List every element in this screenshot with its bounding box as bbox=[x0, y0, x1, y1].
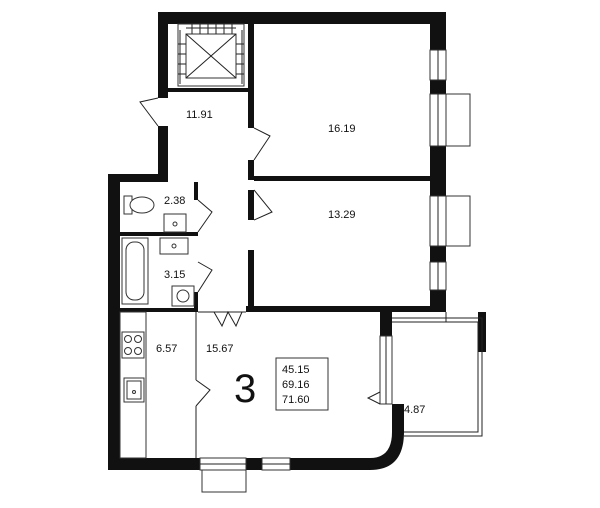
area-kitchen: 6.57 bbox=[156, 343, 177, 355]
wall-top bbox=[158, 12, 446, 24]
partitions bbox=[195, 311, 246, 458]
wall-right-1 bbox=[430, 12, 446, 50]
wall-bed2-left-a bbox=[248, 190, 254, 220]
walls bbox=[108, 12, 486, 470]
wall-living-top bbox=[246, 306, 446, 312]
balcony bbox=[392, 312, 483, 437]
interior-walls bbox=[120, 24, 430, 312]
bathroom-fixtures bbox=[121, 237, 195, 307]
wall-corner bbox=[370, 414, 404, 470]
area-living-room: 15.67 bbox=[206, 343, 234, 355]
wall-living-right-1 bbox=[380, 312, 392, 336]
wall-left-mid bbox=[158, 126, 168, 174]
door-bed1 bbox=[253, 127, 271, 161]
wall-toilet-right bbox=[194, 182, 198, 200]
washing-machine-drum bbox=[176, 289, 190, 303]
balcony-outline-outer bbox=[392, 317, 483, 437]
doors bbox=[139, 97, 381, 407]
burner-3 bbox=[124, 347, 132, 355]
window-bed1-sash bbox=[445, 93, 471, 147]
wall-bottom-3 bbox=[290, 458, 370, 470]
toilet-fixtures bbox=[123, 195, 187, 233]
door-entrance bbox=[139, 97, 159, 127]
door-balcony bbox=[366, 391, 381, 405]
wall-bed2-left-b bbox=[248, 250, 254, 310]
wall-between-bedrooms bbox=[254, 176, 430, 181]
wall-right-2 bbox=[430, 80, 446, 94]
wall-closet-bottom bbox=[168, 88, 248, 92]
wall-living-right-2 bbox=[392, 404, 404, 418]
kitchen-fixtures bbox=[119, 311, 147, 459]
wall-bottom-2 bbox=[246, 458, 262, 470]
burner-1 bbox=[124, 335, 132, 343]
door-toilet bbox=[197, 199, 213, 233]
area-bedroom-2: 13.29 bbox=[328, 209, 356, 221]
toilet-bowl bbox=[129, 196, 155, 214]
window-bed2-sash bbox=[445, 195, 471, 247]
bath-sink-drain bbox=[171, 243, 177, 249]
bathtub-inner bbox=[125, 241, 145, 301]
balcony-outline bbox=[392, 321, 479, 433]
wall-toilet-bottom bbox=[120, 232, 198, 236]
room-labels: 11.91 16.19 13.29 2.38 3.15 6.57 15.67 4… bbox=[156, 109, 425, 416]
windows bbox=[199, 49, 471, 493]
wall-right-3 bbox=[430, 146, 446, 196]
wall-right-4 bbox=[430, 246, 446, 262]
door-kitchen bbox=[195, 379, 211, 407]
toilet-sink-drain bbox=[172, 221, 178, 227]
area-toilet: 2.38 bbox=[164, 195, 185, 207]
wall-bath-bottom bbox=[120, 308, 198, 312]
area-hall-closet: 11.91 bbox=[186, 109, 213, 121]
door-bed2 bbox=[253, 189, 273, 221]
closet-shelving bbox=[177, 23, 245, 87]
area-total-with-balcony: 71.60 bbox=[282, 394, 310, 406]
area-bathroom: 3.15 bbox=[164, 269, 185, 281]
burner-2 bbox=[134, 335, 142, 343]
wall-bed1-left bbox=[248, 24, 254, 128]
kitchen-sink-drain bbox=[132, 390, 136, 394]
wall-left-upper bbox=[158, 12, 168, 98]
area-living-total: 45.15 bbox=[282, 364, 310, 376]
area-balcony: 4.87 bbox=[404, 404, 425, 416]
closet-hangers bbox=[178, 24, 244, 84]
wall-bottom-1 bbox=[108, 458, 200, 470]
wall-left bbox=[108, 174, 120, 470]
door-bath bbox=[197, 261, 213, 293]
door-living bbox=[213, 310, 243, 328]
summary-box bbox=[275, 357, 329, 411]
apartment-summary: 3 45.15 69.16 71.60 bbox=[234, 357, 329, 411]
rooms-count: 3 bbox=[234, 367, 256, 411]
area-bedroom-1: 16.19 bbox=[328, 123, 356, 135]
stove bbox=[121, 331, 145, 359]
burner-4 bbox=[134, 347, 142, 355]
wall-bath-right bbox=[194, 292, 198, 312]
wall-step bbox=[108, 174, 168, 182]
window-living-sash bbox=[201, 469, 247, 493]
area-total: 69.16 bbox=[282, 379, 310, 391]
wall-bed1-left-b bbox=[248, 160, 254, 180]
